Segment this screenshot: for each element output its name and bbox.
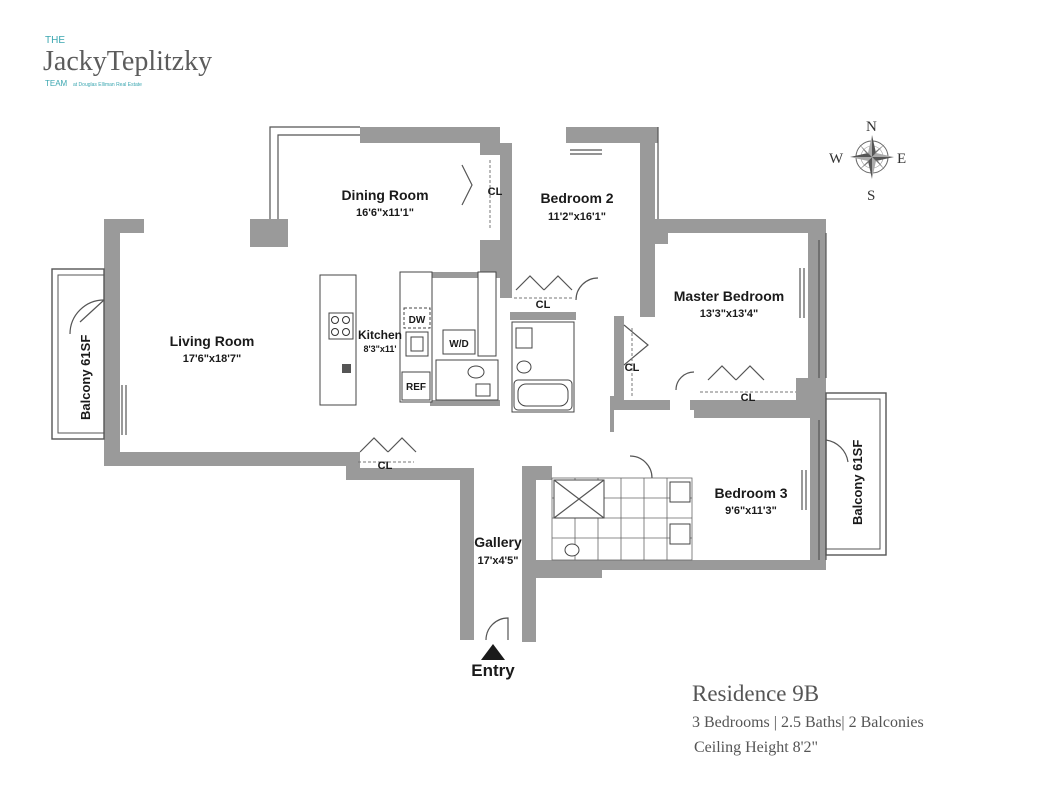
compass-e: E [897,151,906,167]
brand-affiliation: at Douglas Elliman Real Estate [73,82,142,88]
balcony-east-label: Balcony 61SF [850,440,865,525]
residence-ceiling: Ceiling Height 8'2" [694,739,818,756]
brand-logo: THE JackyTeplitzky TEAM at Douglas Ellim… [43,35,212,88]
balcony-east [825,392,887,556]
bedroom2-dims: 11'2"x16'1" [548,211,606,223]
compass-s: S [867,188,875,204]
brand-name: JackyTeplitzky [43,46,212,77]
exterior-walls [104,127,826,642]
closet-label-master-2: CL [741,392,756,404]
room-bedroom-3: Bedroom 3 9'6"x11'3" [714,485,787,517]
washer-dryer-label: W/D [449,339,468,350]
kitchen-name: Kitchen [358,328,402,342]
room-gallery: Gallery 17'x4'5" [474,534,522,567]
bedroom3-dims: 9'6"x11'3" [725,505,777,517]
balcony-west-label: Balcony 61SF [78,335,93,420]
room-bedroom-2: Bedroom 2 11'2"x16'1" [540,190,613,223]
dishwasher-label: DW [409,315,426,326]
room-dining: Dining Room 16'6"x11'1" [341,187,428,219]
master-dims: 13'3"x13'4" [700,308,759,320]
gallery-dims: 17'x4'5" [477,555,518,567]
residence-title: Residence 9B [692,681,819,706]
brand-prefix: THE [45,35,65,46]
entry-label: Entry [471,661,515,680]
compass-n: N [866,119,877,135]
room-master-bedroom: Master Bedroom 13'3"x13'4" [674,288,784,320]
compass-w: W [829,151,844,167]
master-name: Master Bedroom [674,288,784,304]
bedroom3-name: Bedroom 3 [714,485,787,501]
entry-arrow-icon [481,644,505,660]
bedroom2-name: Bedroom 2 [540,190,613,206]
entry-marker: Entry [471,644,515,680]
closet-label-dining: CL [488,186,503,198]
brand-team: TEAM [45,79,68,88]
closet-label-master-1: CL [625,362,640,374]
refrigerator-label: REF [406,382,426,393]
living-name: Living Room [170,333,255,349]
bath-fixtures [435,321,693,561]
living-dims: 17'6"x18'7" [183,353,242,365]
residence-info: Residence 9B 3 Bedrooms | 2.5 Baths| 2 B… [692,681,924,756]
residence-summary: 3 Bedrooms | 2.5 Baths| 2 Balconies [692,714,924,731]
closet-label-bedroom2: CL [536,299,551,311]
balcony-west [51,268,105,440]
gallery-name: Gallery [474,534,522,550]
kitchen-counters [399,271,497,403]
closet-rods [358,160,796,463]
dining-name: Dining Room [341,187,428,203]
kitchen-dims: 8'3"x11' [363,344,396,354]
closet-label-living: CL [378,460,393,472]
closet-doors [359,164,765,641]
room-kitchen: Kitchen 8'3"x11' [358,328,402,354]
kitchen-island [319,274,357,406]
dining-dims: 16'6"x11'1" [356,207,414,219]
compass-rose: N S E W [829,119,906,204]
room-living: Living Room 17'6"x18'7" [170,333,255,365]
